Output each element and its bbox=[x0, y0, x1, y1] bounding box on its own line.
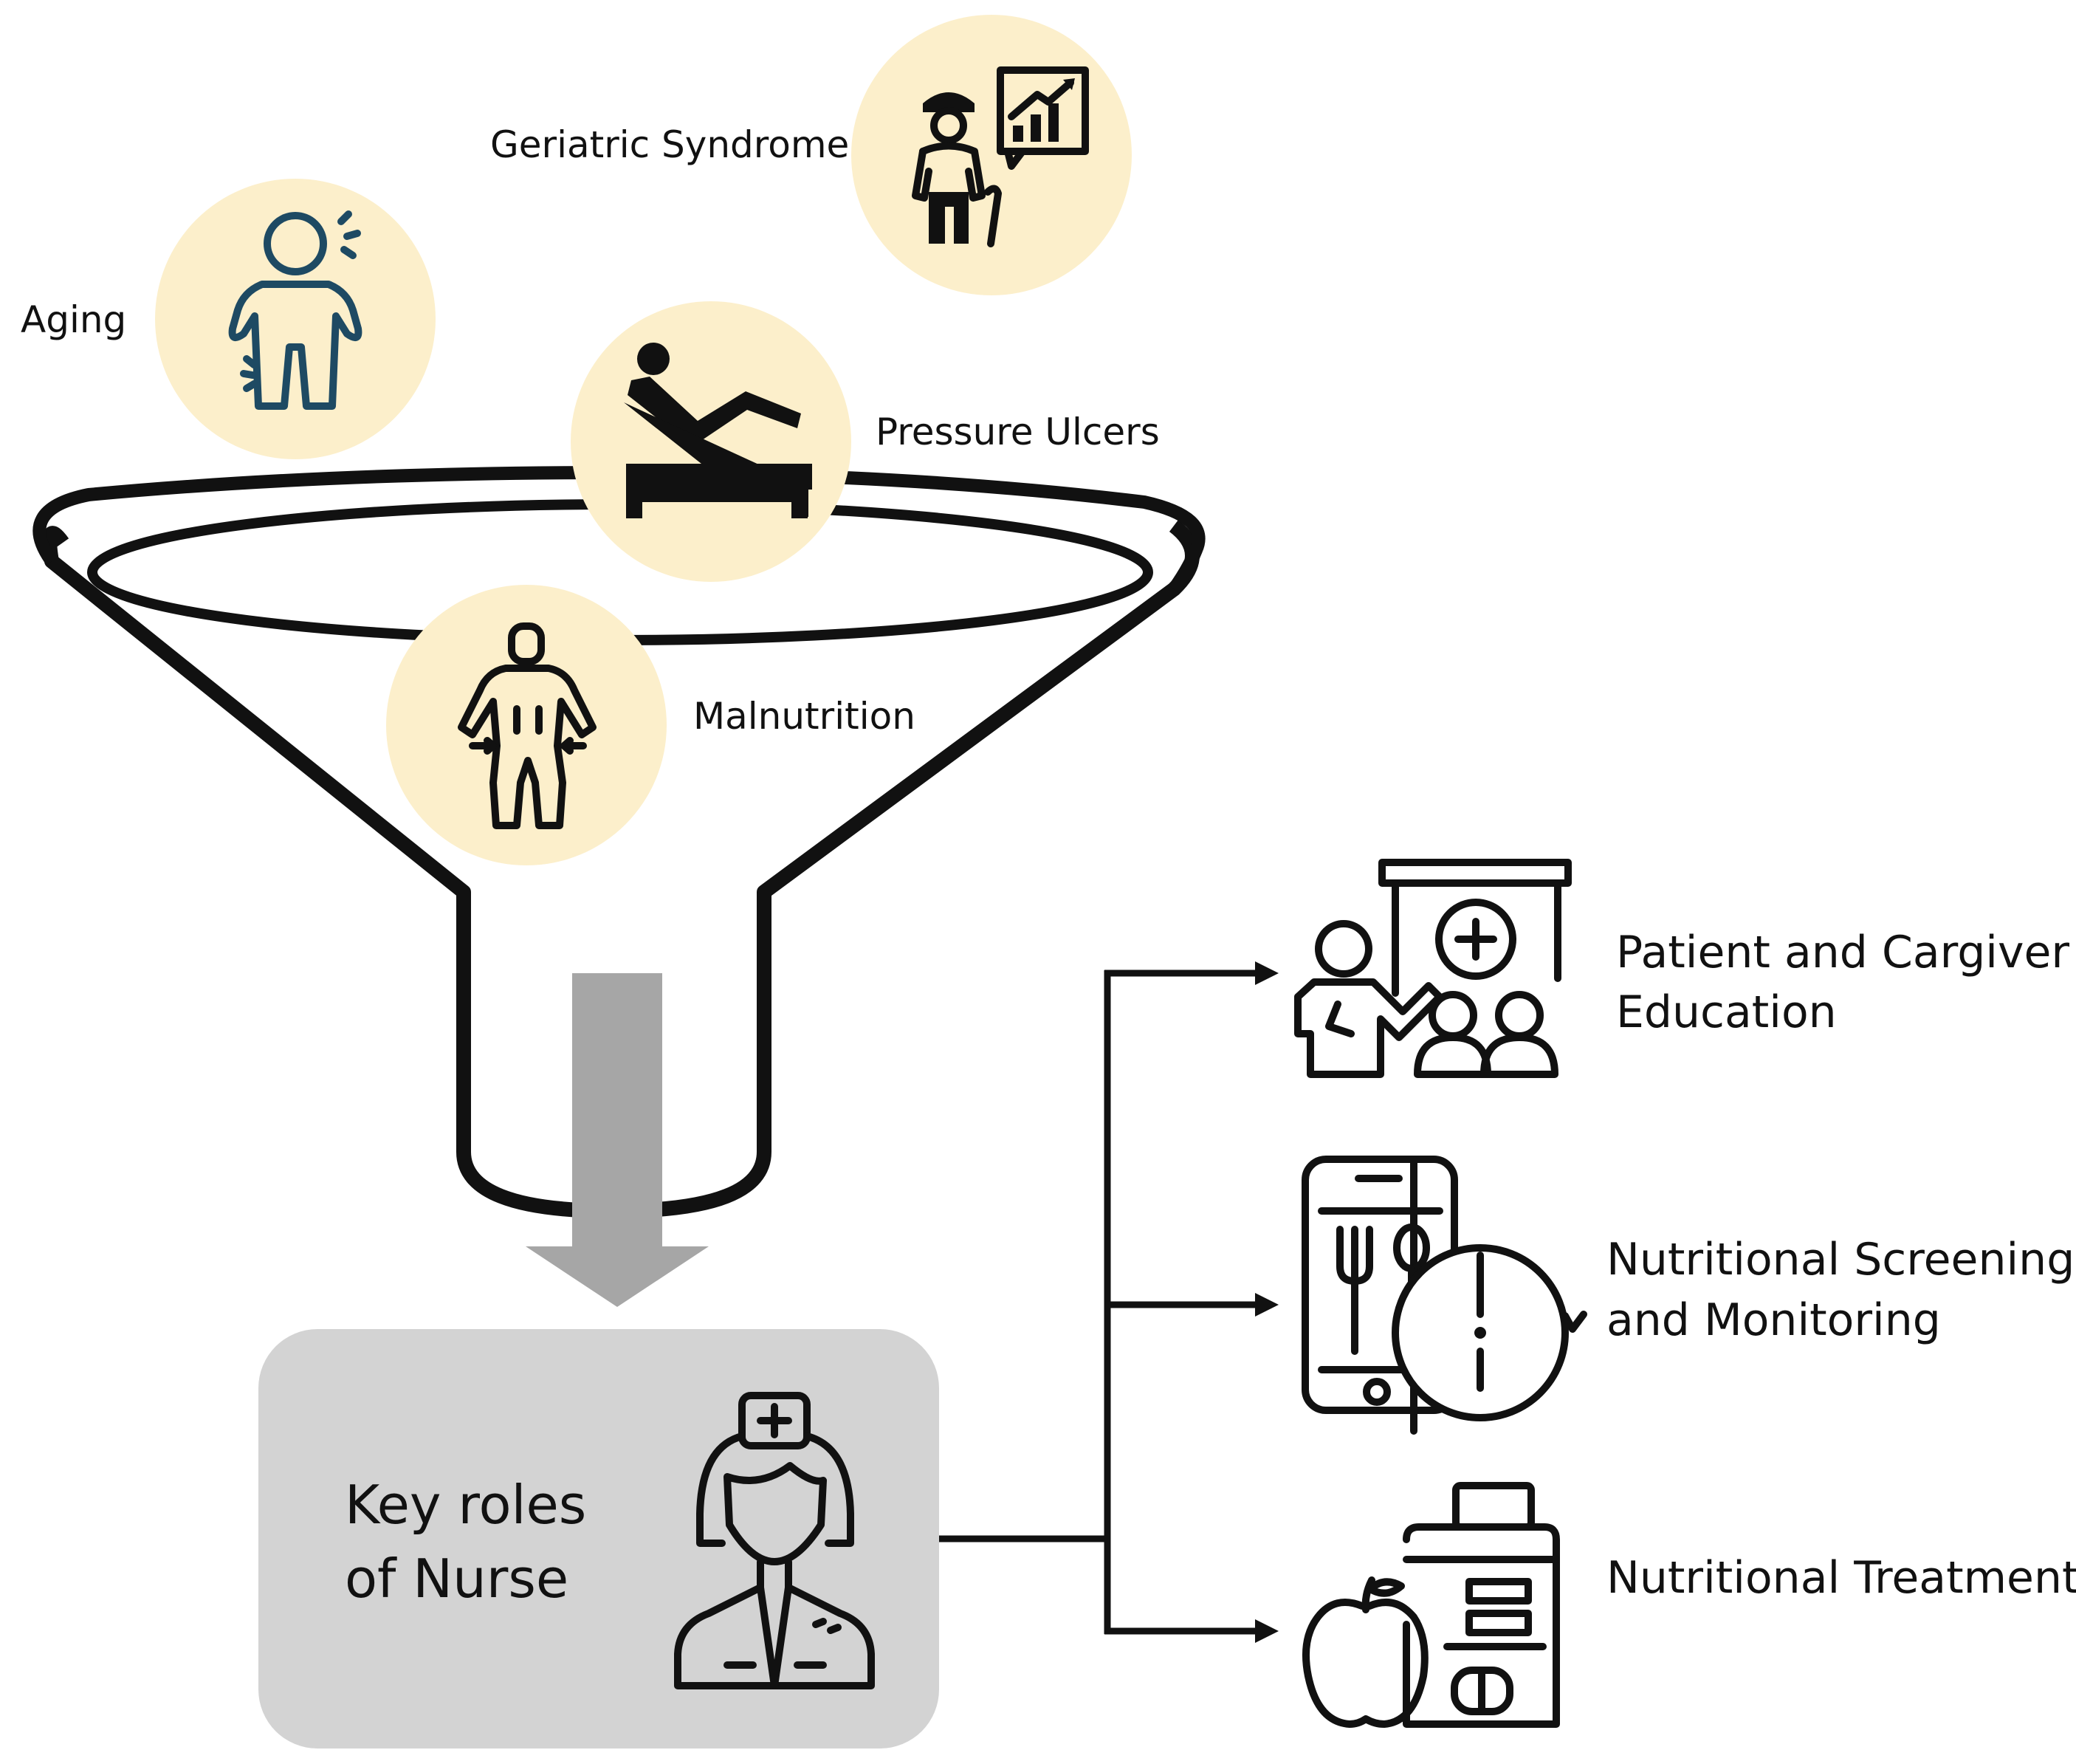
nurse-box: Key roles of Nurse bbox=[258, 1329, 939, 1748]
arrowheads bbox=[1255, 961, 1279, 1643]
screening-label-line1: Nutritional Screening bbox=[1606, 1234, 2075, 1286]
malnutrition-circle bbox=[386, 585, 667, 865]
aging-circle bbox=[155, 179, 436, 459]
role-screening: Nutritional Screening and Monitoring bbox=[1302, 1156, 2075, 1435]
role-treatments: Nutritional Treatments bbox=[1302, 1482, 2076, 1728]
pressure-label: Pressure Ulcers bbox=[876, 411, 1160, 453]
malnutrition-label: Malnutrition bbox=[693, 695, 915, 738]
input-malnutrition: Malnutrition bbox=[386, 585, 915, 865]
treatments-label-line1: Nutritional Treatments bbox=[1606, 1552, 2076, 1604]
nurse-icon bbox=[674, 1392, 875, 1689]
down-arrow bbox=[526, 973, 709, 1307]
connectors bbox=[939, 969, 1255, 1635]
person-pain-icon bbox=[228, 210, 362, 410]
education-label-line2: Education bbox=[1616, 986, 1837, 1038]
input-pressure: Pressure Ulcers bbox=[571, 301, 1160, 582]
input-aging: Aging bbox=[21, 179, 436, 459]
arrowhead-treatments bbox=[1255, 1619, 1279, 1643]
phone-clock-icon bbox=[1302, 1156, 1587, 1435]
geriatric-circle bbox=[851, 15, 1132, 295]
role-education: Patient and Cargiver Education bbox=[1294, 859, 2069, 1078]
elderly-chart-icon bbox=[912, 66, 1089, 247]
aging-label: Aging bbox=[21, 298, 126, 341]
arrowhead-education bbox=[1255, 961, 1279, 985]
nurse-title-line1: Key roles bbox=[345, 1474, 586, 1536]
thin-body-icon bbox=[458, 622, 597, 829]
education-label-line1: Patient and Cargiver bbox=[1616, 927, 2069, 978]
arrowhead-screening bbox=[1255, 1293, 1279, 1317]
pressure-circle bbox=[571, 301, 851, 582]
geriatric-label: Geriatric Syndrome bbox=[490, 123, 849, 166]
screening-label-line2: and Monitoring bbox=[1606, 1294, 1941, 1346]
input-geriatric: Geriatric Syndrome bbox=[490, 15, 1132, 295]
education-board-icon bbox=[1294, 859, 1572, 1078]
bedridden-patient-icon bbox=[624, 343, 812, 518]
apple-medicine-icon bbox=[1302, 1482, 1560, 1728]
nurse-title-line2: of Nurse bbox=[345, 1548, 568, 1610]
